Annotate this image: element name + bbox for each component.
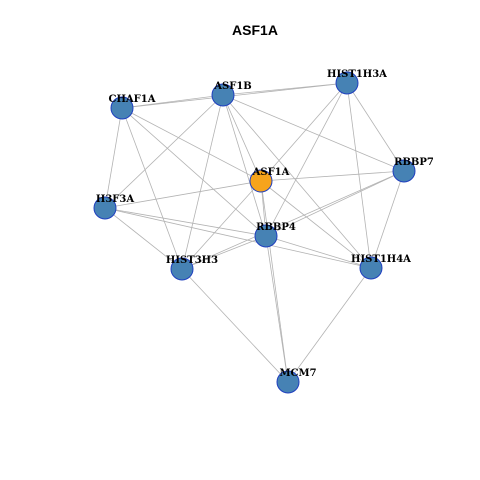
node-label-hist1h4a: HIST1H4A (351, 254, 411, 265)
edge-h3f3a-hist1h4a (104, 207, 372, 269)
node-hist1h4a[interactable] (359, 256, 383, 280)
node-label-asf1b: ASF1B (213, 81, 252, 92)
node-chaf1a[interactable] (110, 96, 134, 120)
edge-asf1b-rbbp7 (222, 94, 405, 172)
edge-hist1h3a-asf1a (260, 82, 348, 182)
edge-rbbp4-hist1h4a (265, 235, 372, 269)
edge-asf1b-hist1h4a (222, 94, 372, 269)
edge-hist1h4a-mcm7 (287, 267, 372, 383)
edge-rbbp4-mcm7 (265, 235, 289, 383)
node-label-chaf1a: CHAF1A (109, 94, 156, 105)
edge-rbbp4-hist3h3 (181, 235, 267, 270)
edge-h3f3a-hist3h3 (104, 207, 183, 270)
edge-chaf1a-h3f3a (104, 107, 123, 209)
node-label-rbbp7: RBBP7 (394, 157, 434, 168)
edge-hist3h3-mcm7 (181, 268, 289, 383)
node-label-h3f3a: H3F3A (96, 194, 134, 205)
edge-layer (104, 82, 405, 383)
edge-chaf1a-hist3h3 (121, 107, 183, 270)
edge-asf1a-hist1h4a (260, 180, 372, 269)
node-label-asf1a: ASF1A (252, 167, 290, 178)
edge-rbbp7-hist1h4a (370, 170, 405, 269)
node-label-rbbp4: RBBP4 (256, 222, 296, 233)
edge-hist1h3a-hist1h4a (346, 82, 372, 269)
node-hist1h3a[interactable] (335, 71, 359, 95)
graph-title: ASF1A (232, 22, 278, 38)
edge-asf1a-rbbp7 (260, 170, 405, 182)
edge-rbbp7-hist3h3 (181, 170, 405, 270)
node-hist3h3[interactable] (170, 257, 194, 281)
edge-h3f3a-rbbp4 (104, 207, 267, 237)
edge-asf1b-h3f3a (104, 94, 224, 209)
edge-chaf1a-rbbp4 (121, 107, 267, 237)
edge-asf1b-rbbp4 (222, 94, 267, 237)
edge-chaf1a-asf1a (121, 107, 262, 182)
node-asf1a[interactable] (249, 169, 273, 193)
node-label-hist3h3: HIST3H3 (166, 255, 218, 266)
edge-chaf1a-hist1h3a (121, 82, 348, 109)
node-h3f3a[interactable] (93, 196, 117, 220)
node-rbbp7[interactable] (392, 159, 416, 183)
edge-asf1a-h3f3a (104, 180, 262, 209)
node-layer (93, 71, 416, 394)
edge-asf1a-hist3h3 (181, 180, 262, 270)
edge-asf1b-hist1h3a (222, 82, 348, 96)
node-mcm7[interactable] (276, 370, 300, 394)
edge-asf1b-asf1a (222, 94, 262, 182)
edge-hist1h3a-rbbp7 (346, 82, 405, 172)
edge-asf1a-mcm7 (260, 180, 289, 383)
node-label-mcm7: MCM7 (279, 368, 316, 379)
node-rbbp4[interactable] (254, 224, 278, 248)
edge-asf1b-hist3h3 (181, 94, 224, 270)
node-asf1b[interactable] (211, 83, 235, 107)
node-label-hist1h3a: HIST1H3A (327, 69, 387, 80)
edge-rbbp7-rbbp4 (265, 170, 405, 237)
edge-hist1h3a-rbbp4 (265, 82, 348, 237)
